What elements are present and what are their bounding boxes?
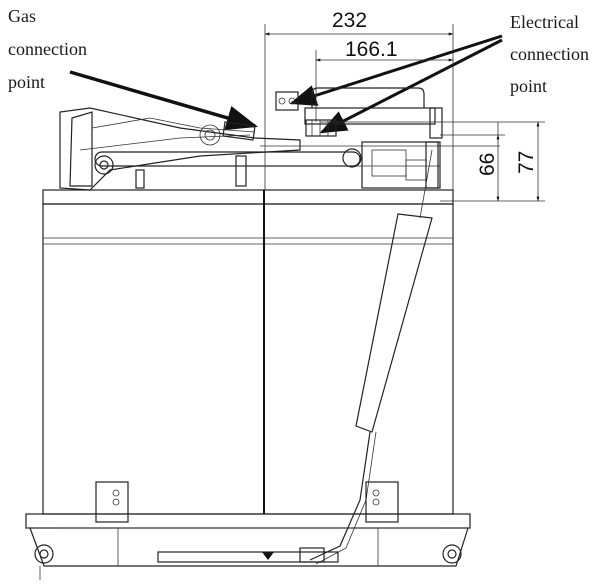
dimension-232: 232 [264, 9, 454, 190]
gas-leader-arrow [69, 70, 259, 131]
electrical-label-line1: Electrical [510, 12, 579, 32]
dimension-66: 66 [320, 121, 505, 202]
gas-label-line2: connection [8, 39, 87, 59]
unit-body [42, 149, 454, 565]
gas-connection-label: Gas connection point [8, 6, 87, 92]
electrical-label-line2: connection [510, 44, 589, 64]
gas-label-line1: Gas [8, 6, 36, 26]
burner-assembly [59, 87, 500, 191]
electrical-leader-arrow-2 [319, 38, 503, 134]
dimension-166-1: 166.1 [315, 38, 454, 122]
electrical-label-line3: point [510, 76, 547, 96]
gas-label-line3: point [8, 72, 45, 92]
dimension-232-value: 232 [332, 9, 367, 32]
dimension-77-value: 77 [515, 151, 538, 174]
electrical-connection-label: Electrical connection point [510, 12, 589, 96]
electrical-leader-arrow-1 [289, 34, 503, 106]
dimension-77: 77 [505, 121, 545, 202]
dimension-166-1-value: 166.1 [345, 38, 398, 61]
dimension-66-value: 66 [476, 153, 499, 176]
unit-base [25, 481, 471, 580]
